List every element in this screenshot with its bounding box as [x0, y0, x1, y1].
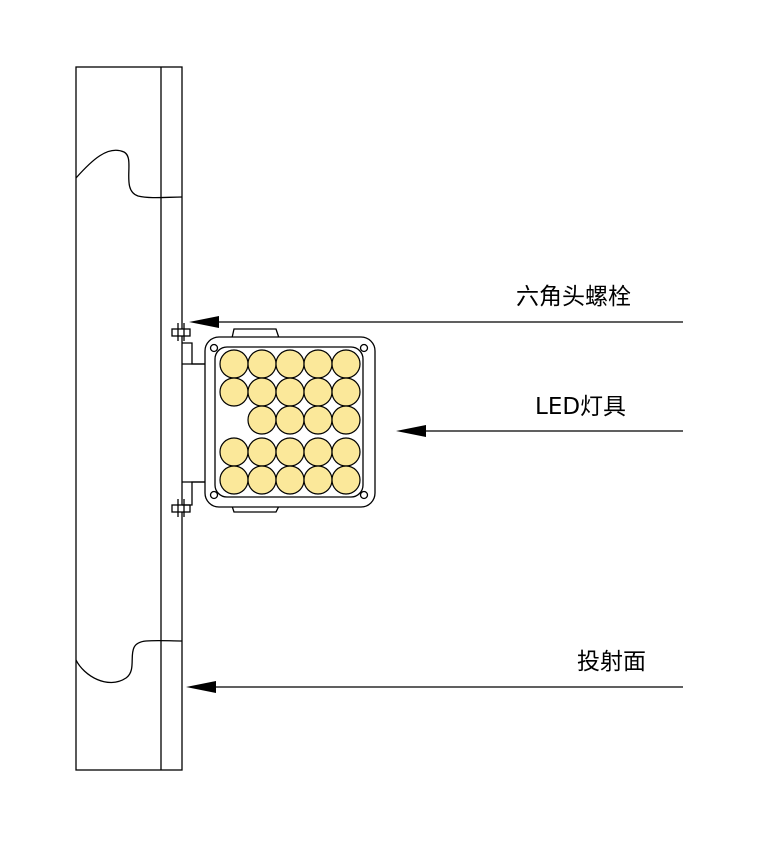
lower-hex-bolt — [171, 499, 191, 517]
led-bulb — [219, 437, 249, 467]
led-bulb — [247, 377, 277, 407]
led-bulb — [247, 405, 277, 435]
led-bulb — [219, 377, 249, 407]
led-bulb — [303, 437, 333, 467]
led-bulb — [331, 437, 361, 467]
led-bulb — [275, 405, 305, 435]
led-bulb — [331, 405, 361, 435]
led-array — [219, 349, 361, 495]
led-lens-frame — [214, 346, 364, 498]
led-bulb — [275, 349, 305, 379]
leader-projection-surface — [186, 681, 683, 693]
projection-surface-label: 投射面 — [577, 649, 646, 675]
led-bulb — [247, 349, 277, 379]
led-bulb — [331, 465, 361, 495]
corner-screws — [209, 343, 369, 500]
led-bulb — [275, 437, 305, 467]
led-bulb — [275, 377, 305, 407]
led-bulb — [247, 465, 277, 495]
wall — [75, 66, 183, 771]
led-bulb — [219, 349, 249, 379]
led-bulb — [331, 349, 361, 379]
led-bulb — [331, 377, 361, 407]
led-bulb — [303, 465, 333, 495]
led-bulb — [247, 437, 277, 467]
leader-led-fixture — [396, 425, 683, 437]
led-bulb — [303, 377, 333, 407]
led-bulb — [219, 465, 249, 495]
led-bulb — [275, 465, 305, 495]
upper-hex-bolt — [171, 323, 191, 341]
leader-hex-bolt — [189, 316, 683, 328]
led-bulb — [303, 349, 333, 379]
hex-bolt-label: 六角头螺栓 — [516, 284, 631, 310]
led-fixture-label: LED灯具 — [535, 394, 627, 420]
led-bulb — [303, 405, 333, 435]
